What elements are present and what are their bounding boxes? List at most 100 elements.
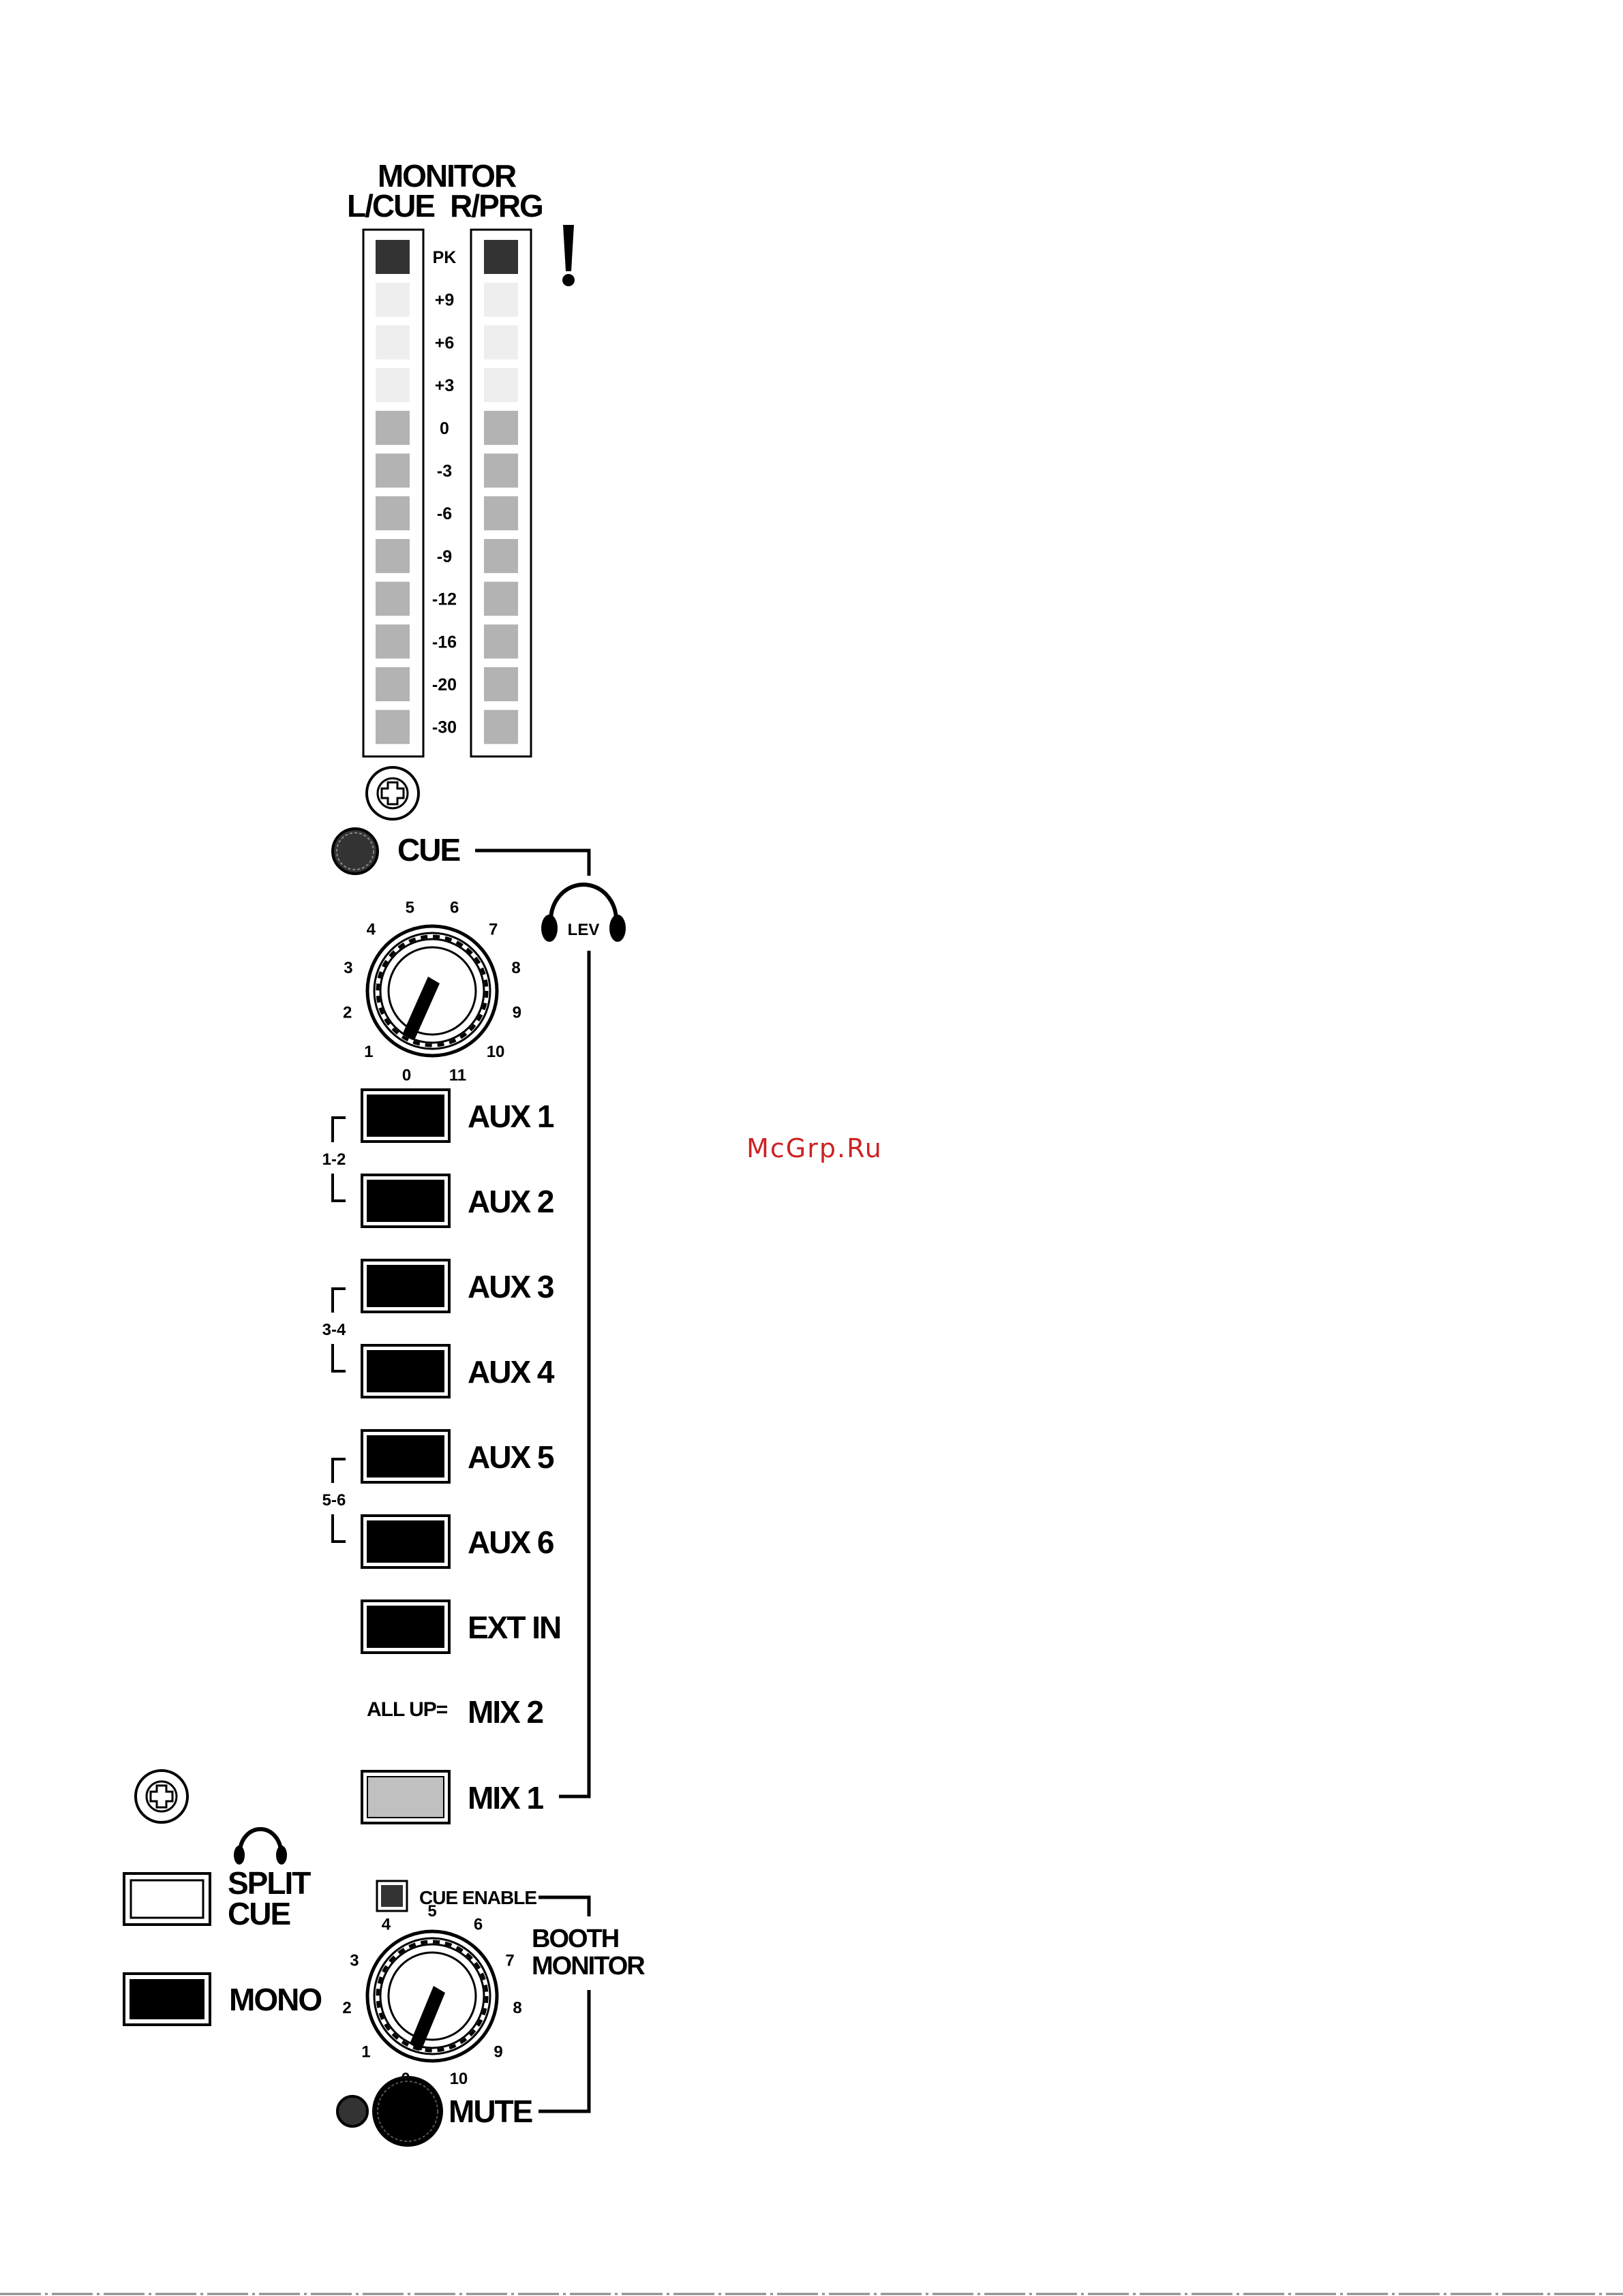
knob-scale-label: 8 [513,1999,521,2017]
meter-scale: PK+9+6+30-3-6-9-12-16-20-30 [432,248,457,737]
knob-scale-label: 3 [350,1951,359,1970]
aux-pair-5-6-label: 5-6 [322,1491,346,1510]
aux-6-label: AUX 6 [468,1525,553,1560]
meter-scale-label: -9 [437,547,452,566]
meter-left-led [376,368,410,402]
meter-scale-label: +3 [435,376,455,395]
knob-scale-label: 4 [382,1916,391,1934]
aux-3-label: AUX 3 [468,1269,553,1304]
mono-button[interactable] [124,1974,210,2025]
cue-enable-label: CUE ENABLE [419,1887,536,1908]
aux-1-label: AUX 1 [468,1099,554,1134]
knob-scale-label: 8 [511,959,520,977]
knob-scale-label: 1 [361,2042,370,2061]
aux-pair-1-2-bracket: 1-2 [319,1118,346,1201]
meter-right-led [484,240,518,274]
meter-left-led [376,582,410,616]
meter-right-label: R/PRG [450,188,543,224]
booth-path-line-top [539,1897,589,1916]
meter-right-leds [484,240,518,744]
meter-left-led [376,325,410,359]
meter-left-led [376,539,410,573]
knob-scale-label: 10 [487,1043,505,1061]
meter-scale-label: PK [433,248,457,267]
meter-left-label: L/CUE [347,188,434,224]
aux-pair-1-2-label: 1-2 [322,1150,346,1169]
knob-scale-label: 4 [367,921,376,939]
aux-pair-3-4-bracket: 3-4 [319,1289,346,1371]
meter-scale-label: +6 [435,333,455,352]
knob-scale-label: 9 [494,2042,502,2061]
knob-scale-label: 0 [402,1066,411,1084]
meter-right-led [484,582,518,616]
aux-5-label: AUX 5 [468,1439,554,1475]
booth-level-knob[interactable] [367,1931,497,2061]
knob-scale-label: 7 [489,921,498,939]
meter-right-led [484,667,518,701]
knob-scale-label: 1 [364,1043,373,1061]
meter-left-led [376,624,410,658]
knob-scale-label: 2 [342,1999,351,2017]
meter-right-led [484,283,518,317]
aux-pair-3-4-label: 3-4 [322,1321,346,1339]
knob-scale-label: 11 [449,1066,466,1084]
aux-4-button[interactable] [362,1345,449,1397]
meter-left-led [376,411,410,445]
aux-1-button[interactable] [362,1090,449,1142]
meter-right-led [484,710,518,744]
meter-left-led [376,496,410,530]
aux-2-label: AUX 2 [468,1184,553,1219]
mix-1-label: MIX 1 [468,1780,544,1816]
meter-scale-label: 0 [440,419,449,438]
meter-left-led [376,667,410,701]
meter-scale-label: -6 [437,504,452,523]
all-up-prefix: ALL UP= [367,1698,448,1721]
headphone-level-label: LEV [568,921,600,939]
meter-scale-label: -16 [432,632,457,652]
split-cue-headphone-icon [234,1829,287,1865]
split-cue-label-line2: CUE [228,1896,290,1931]
meter-right-led [484,624,518,658]
cue-led [333,829,378,874]
aux-3-button[interactable] [362,1260,449,1312]
meter-scale-label: -12 [432,590,457,609]
booth-title-line1: BOOTH [532,1925,618,1953]
knob-scale-label: 7 [505,1951,514,1970]
knob-scale-label: 3 [344,959,352,977]
meter-right-led [484,325,518,359]
level-knob[interactable] [367,926,497,1056]
mute-button[interactable] [374,2077,442,2145]
meter-right-led [484,539,518,573]
meter-right-led [484,454,518,488]
cue-enable-led [377,1881,407,1911]
knob-scale-label: 5 [406,898,414,917]
knob-scale-label: 9 [513,1003,521,1022]
aux-2-button[interactable] [362,1175,449,1227]
meter-left-led [376,710,410,744]
ext-in-button[interactable] [362,1601,449,1653]
meter-left-leds [376,240,410,744]
knob-scale-label: 2 [343,1003,352,1022]
ext-in-label: EXT IN [468,1610,560,1645]
booth-title-line2: MONITOR [532,1952,645,1980]
split-cue-button[interactable] [124,1873,210,1925]
knob-scale-label: 5 [427,1902,436,1920]
headphone-path-line [559,951,589,1796]
aux-6-button[interactable] [362,1516,449,1567]
knob-scale-label: 6 [450,898,459,917]
meter-scale-label: -3 [437,462,452,481]
booth-path-line-bottom [539,1990,589,2111]
mix-1-button[interactable] [362,1771,449,1823]
knob-scale-label: 6 [474,1916,483,1934]
screw-icon [367,767,419,819]
cue-path-line [475,851,589,876]
meter-left-led [376,283,410,317]
aux-4-label: AUX 4 [468,1354,555,1390]
meter-right-led [484,496,518,530]
all-up-mix2-label: MIX 2 [468,1694,543,1730]
meter-scale-label: +9 [435,291,455,310]
watermark: McGrp.Ru [746,1133,883,1163]
meter-left-led [376,454,410,488]
aux-5-button[interactable] [362,1430,449,1482]
